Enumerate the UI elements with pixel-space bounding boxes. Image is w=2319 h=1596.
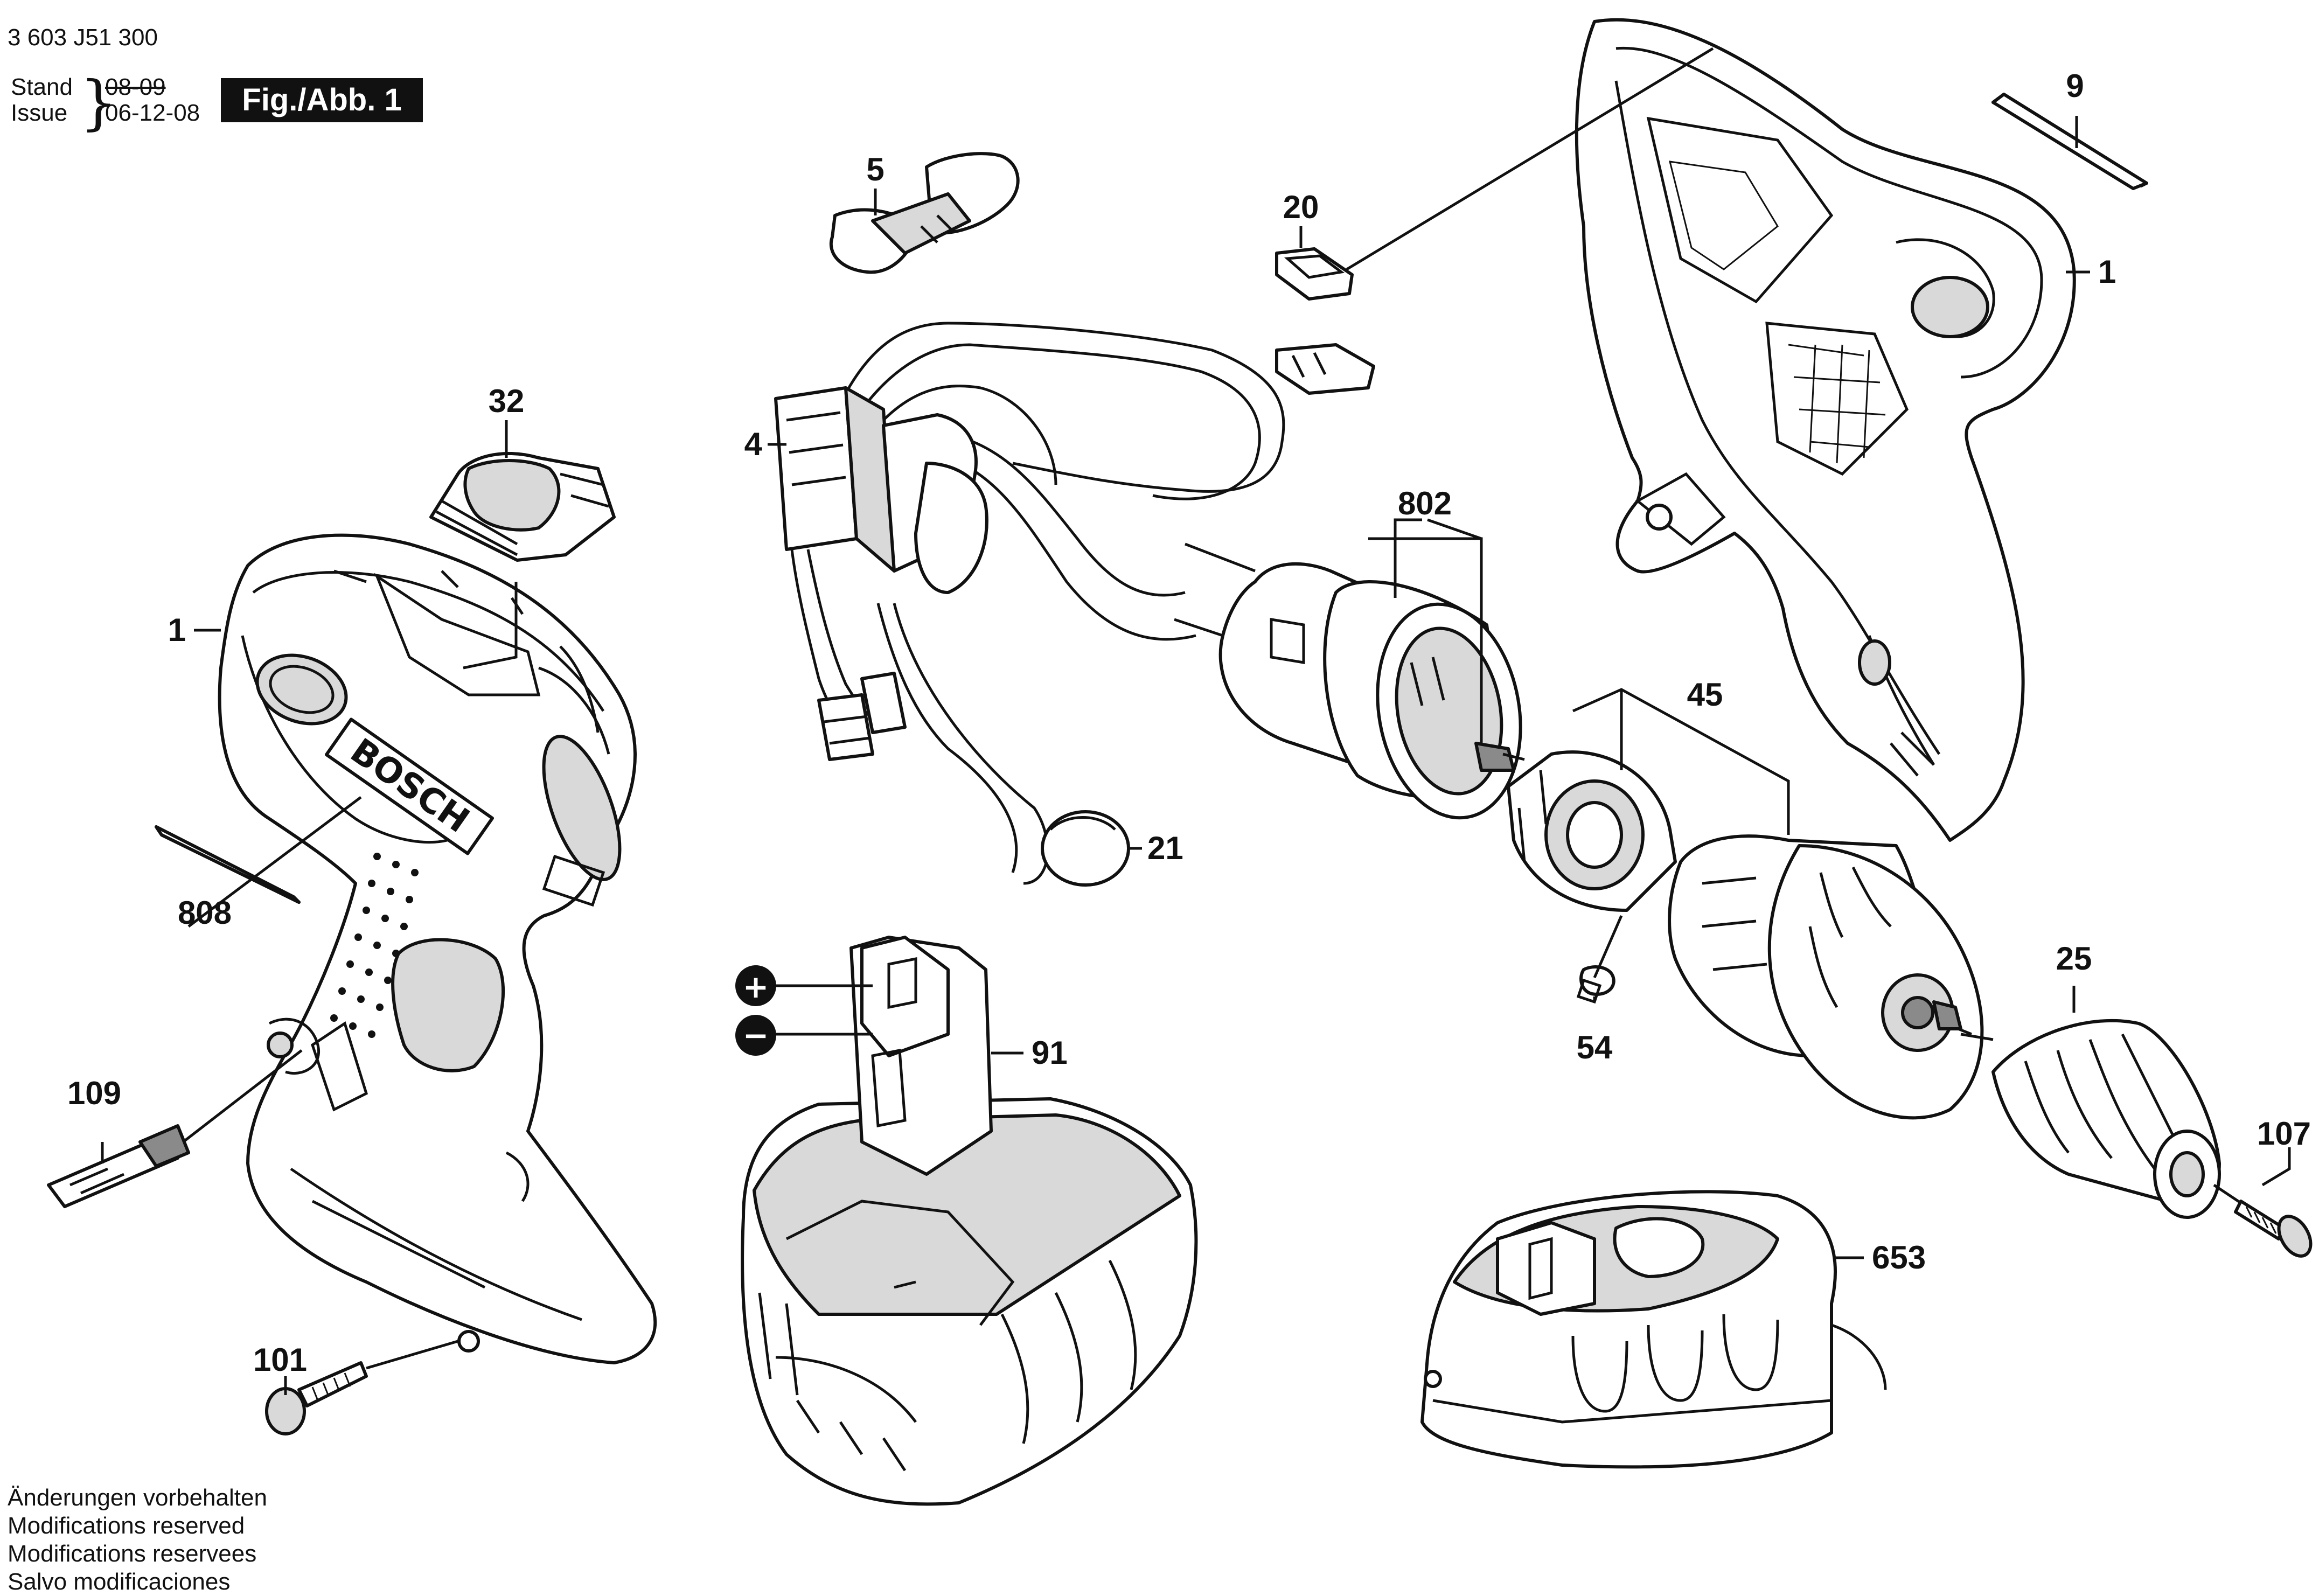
housing-screw (265, 1340, 458, 1435)
part-label-1-right: 1 (2098, 254, 2116, 290)
positive-terminal-marker (735, 965, 776, 1006)
keyless-chuck (1991, 1019, 2221, 1219)
part-label-45: 45 (1687, 677, 1723, 713)
part-label-21: 21 (1147, 830, 1183, 866)
part-label-9: 9 (2066, 68, 2084, 104)
part-label-1-left: 1 (168, 612, 186, 648)
part-label-107: 107 (2257, 1116, 2311, 1152)
issue-label: Issue (11, 100, 68, 126)
negative-terminal-symbol: − (743, 1017, 769, 1054)
part-label-91: 91 (1032, 1035, 1068, 1071)
modification-notice: Änderungen vorbehalten Modifications res… (8, 1484, 267, 1596)
part-label-20: 20 (1283, 189, 1319, 225)
positive-terminal-symbol: + (743, 968, 769, 1005)
planetary-gearbox (1507, 750, 1984, 1120)
negative-terminal-marker (735, 1015, 776, 1056)
switch-insert (1275, 247, 1354, 301)
part-label-653: 653 (1872, 1239, 1926, 1276)
part-label-32: 32 (489, 383, 525, 419)
chuck-screw (2213, 1183, 2313, 1258)
brace-symbol: } (80, 68, 117, 137)
part-label-4: 4 (744, 426, 763, 462)
housing-half-left: BOSCH (218, 533, 657, 1364)
stand-label: Stand (11, 74, 73, 100)
part-label-25: 25 (2056, 940, 2092, 977)
part-label-808: 808 (178, 895, 232, 931)
issue-date: 06-12-08 (105, 100, 200, 126)
leader-lines (101, 47, 2291, 1395)
part-label-54: 54 (1577, 1029, 1613, 1065)
part-label-802: 802 (1398, 485, 1452, 521)
magnet-disc (1041, 810, 1130, 887)
notice-line-german: Änderungen vorbehalten (8, 1485, 267, 1511)
drawing-number: 3 603 J51 300 (8, 24, 158, 51)
electric-motor (1174, 542, 1525, 820)
type-plate-strip (155, 825, 301, 904)
part-label-5: 5 (866, 151, 884, 187)
notice-line-french: Modifications reservees (8, 1541, 257, 1567)
figure-badge: Fig./Abb. 1 (221, 78, 423, 122)
part-label-101: 101 (253, 1342, 307, 1378)
notice-line-english: Modifications reserved (8, 1513, 245, 1539)
housing-half-right (1575, 18, 2076, 842)
screwdriver-bit (47, 1049, 303, 1208)
battery-charger (1420, 1190, 1887, 1469)
direction-slide-switch (829, 152, 1020, 274)
rating-label-strip (1991, 93, 2148, 190)
top-cover-plate (429, 451, 616, 562)
superseded-date: 08-09 (105, 74, 166, 100)
notice-line-spanish: Salvo modificaciones (8, 1569, 231, 1595)
battery-pack: + − (735, 936, 1198, 1506)
on-off-switch-assembly (774, 322, 1375, 885)
part-label-109: 109 (67, 1075, 121, 1111)
